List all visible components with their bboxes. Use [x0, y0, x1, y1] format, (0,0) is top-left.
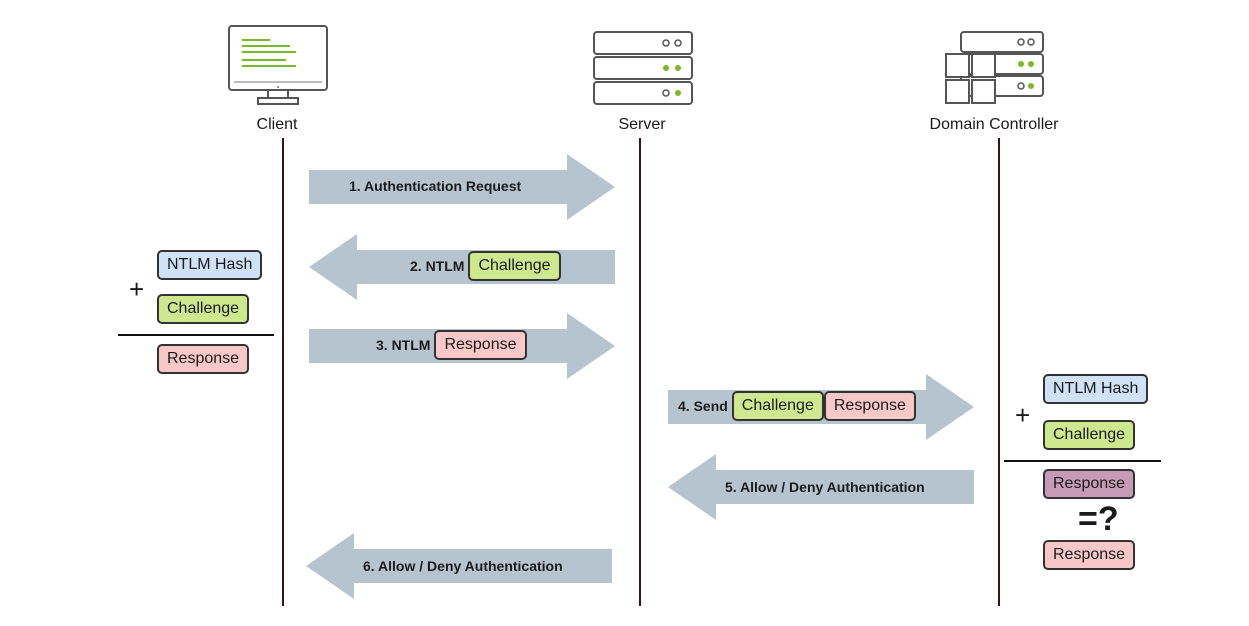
step-6-text: 6. Allow / Deny Authentication: [363, 558, 563, 574]
server-lifeline: [639, 138, 641, 606]
step-6-label: 6. Allow / Deny Authentication: [363, 558, 563, 574]
dc-sum-line: [1004, 460, 1161, 462]
arrow-step-1: [309, 154, 615, 220]
dc-ntlm-hash-pill: NTLM Hash: [1043, 374, 1149, 404]
step-3-response-pill: Response: [434, 330, 527, 360]
dc-computed-response-pill: Response: [1043, 469, 1136, 499]
client-label: Client: [256, 116, 298, 133]
client-plus-sign: +: [129, 274, 145, 304]
step-2-challenge-pill: Challenge: [468, 251, 561, 281]
step-1-text: 1. Authentication Request: [349, 178, 522, 194]
dc-compare-sign: =?: [1078, 500, 1119, 538]
step-4-challenge-pill: Challenge: [731, 391, 824, 421]
client-sum-line: [118, 334, 274, 336]
step-1-label: 1. Authentication Request: [349, 178, 521, 194]
arrow-step-2: [309, 234, 615, 300]
step-4-response-pill: Response: [823, 391, 916, 421]
domain-controller-label: Domain Controller: [929, 116, 1059, 133]
client-computer-icon: [228, 25, 328, 105]
step-5-text: 5. Allow / Deny Authentication: [725, 479, 925, 495]
step-2-text: 2. NTLM: [410, 258, 465, 274]
domain-controller-icon: [945, 31, 1044, 104]
step-2-label: 2. NTLM Challenge: [410, 251, 561, 281]
client-challenge-pill: Challenge: [157, 294, 250, 324]
dc-challenge-pill: Challenge: [1043, 420, 1136, 450]
arrow-step-6: [306, 533, 612, 599]
client-lifeline: [282, 138, 284, 606]
step-3-text: 3. NTLM: [376, 337, 431, 353]
domain-controller-lifeline: [998, 138, 1000, 606]
dc-received-response-pill: Response: [1043, 540, 1136, 570]
arrow-step-5: [668, 454, 974, 520]
step-4-text: 4. Send: [678, 398, 728, 414]
step-3-label: 3. NTLM Response: [376, 330, 527, 360]
step-5-label: 5. Allow / Deny Authentication: [725, 479, 925, 495]
client-ntlm-hash-pill: NTLM Hash: [157, 250, 263, 280]
client-response-pill: Response: [157, 344, 250, 374]
server-icon: [593, 31, 693, 105]
step-4-label: 4. Send Challenge Response: [678, 391, 916, 421]
dc-plus-sign: +: [1015, 400, 1031, 430]
server-label: Server: [618, 116, 666, 133]
